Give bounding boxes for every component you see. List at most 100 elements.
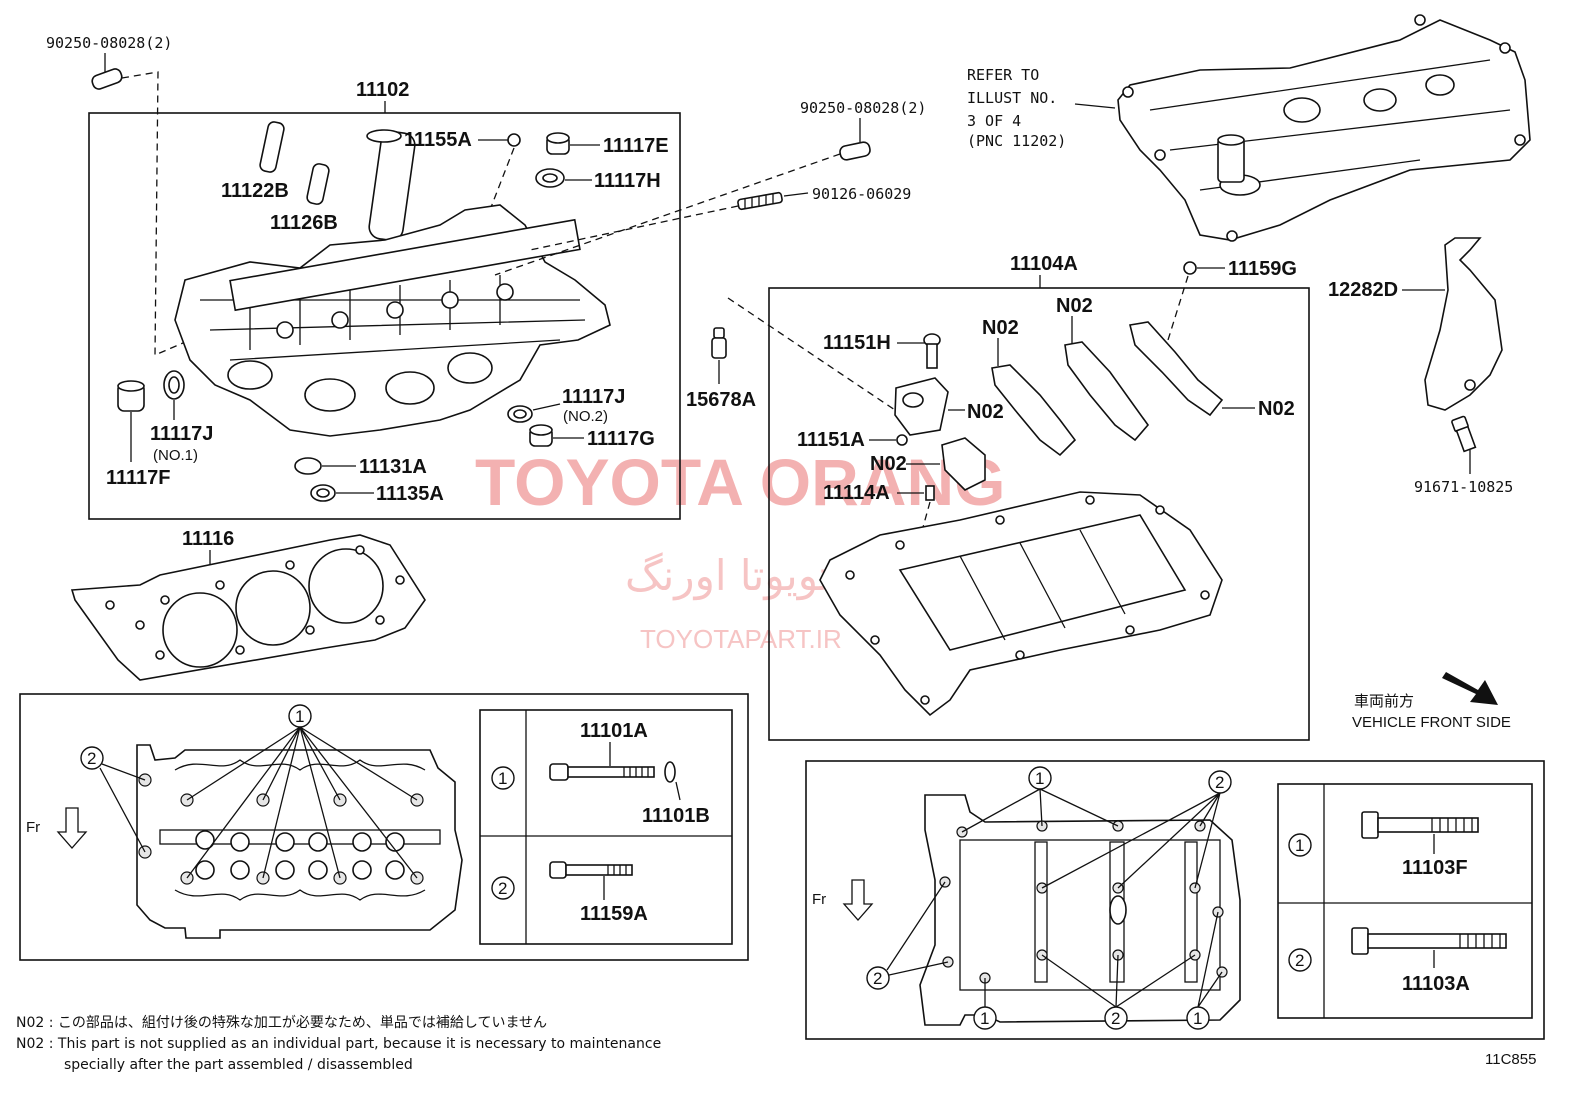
part-11117J-no2-sub: (NO.2): [563, 408, 608, 425]
callout-1-housing-top: 1: [961, 766, 1119, 833]
svg-text:2: 2: [1295, 951, 1304, 970]
pin-11155A: [507, 133, 521, 147]
callout-2-housing-top: 2: [1041, 770, 1232, 889]
plug-11117E: [546, 132, 570, 155]
part-91671-label: 91671-10825: [1414, 478, 1513, 496]
housing-top-view: [919, 794, 1241, 1026]
plug-11117F: [117, 380, 145, 412]
part-11117H-label: 11117H: [594, 170, 661, 192]
stud-15678A: [711, 327, 727, 359]
pin-11114A: [925, 485, 935, 501]
n02-label-e: N02: [1258, 398, 1295, 420]
part-11122B-label: 11122B: [221, 180, 289, 202]
bracket-12282D: [1424, 237, 1503, 411]
watermark-brand: TOYOTA ORANG: [475, 445, 1005, 519]
callout-2-head: 2: [80, 746, 146, 853]
plug-11117G: [529, 424, 553, 447]
bolt-11103F: [1361, 811, 1479, 839]
bearing-cap-n02-d: [1064, 341, 1150, 442]
front-arrow-icon-housing: [842, 879, 874, 921]
cylinder-head: [174, 204, 611, 437]
part-15678A-label: 15678A: [686, 389, 756, 411]
part-90250-top-label: 90250-08028(2): [46, 34, 172, 52]
bolt-11103A: [1351, 927, 1507, 955]
svg-text:2: 2: [498, 879, 507, 898]
housing-bolt-pattern-box: [805, 760, 1545, 1040]
part-11151H-label: 11151H: [823, 332, 891, 354]
callout-1-head: 1: [186, 704, 418, 879]
svg-text:2: 2: [1215, 773, 1224, 792]
svg-text:2: 2: [87, 749, 96, 768]
pin-11151A: [896, 434, 908, 446]
callout-2-housing-left: 2: [866, 881, 949, 990]
svg-text:1: 1: [1035, 769, 1044, 788]
part-11155A-label: 11155A: [404, 129, 472, 151]
part-11151A-label: 11151A: [797, 429, 865, 451]
seal-11135A: [310, 484, 336, 502]
part-11103A-label: 11103A: [1402, 973, 1470, 995]
callout-1-housing-bottom-right: 1: [1186, 911, 1223, 1030]
head-top-view: [136, 744, 463, 939]
refer-line-2: ILLUST NO.: [967, 89, 1057, 107]
part-11101A-label: 11101A: [580, 720, 648, 742]
bolt-11159A: [549, 861, 633, 879]
front-arrow-icon: [56, 807, 88, 849]
part-11117J-no2-label: 11117J: [562, 386, 625, 408]
n02-label-d: N02: [1056, 295, 1093, 317]
seal-11131A: [294, 457, 322, 475]
svg-text:1: 1: [1193, 1009, 1202, 1028]
svg-text:1: 1: [295, 707, 304, 726]
vehicle-front-en: VEHICLE FRONT SIDE: [1352, 714, 1511, 731]
bearing-cap-n02-a: [894, 377, 949, 436]
cylinder-head-gasket: [70, 534, 426, 681]
cylinder-head-cover: [1117, 14, 1531, 242]
stud-90126: [737, 191, 783, 211]
footnote-jp: N02 : この部品は、組付け後の特殊な加工が必要なため、単品では補給していませ…: [16, 1015, 547, 1031]
svg-text:1: 1: [498, 769, 507, 788]
illustration-code: 11C855: [1485, 1051, 1536, 1068]
refer-line-1: REFER TO: [967, 66, 1039, 84]
part-11102-label: 11102: [356, 79, 409, 101]
front-direction-label-head: Fr: [26, 819, 40, 836]
part-11117F-label: 11117F: [106, 467, 171, 489]
part-11159G-label: 11159G: [1228, 258, 1297, 280]
bearing-cap-n02-e: [1129, 321, 1224, 417]
watermark-url: TOYOTAPART.IR: [640, 624, 842, 654]
part-11116-label: 11116: [182, 528, 234, 550]
bolt-11151H: [923, 333, 941, 369]
part-90250-mid-label: 90250-08028(2): [800, 99, 926, 117]
head-bolt-table: [479, 709, 733, 945]
head-bolt-pattern-box: [19, 693, 749, 961]
footnote-en-1: N02 : This part is not supplied as an in…: [16, 1036, 661, 1052]
part-11104A-label: 11104A: [1010, 253, 1078, 275]
part-11103F-label: 11103F: [1402, 857, 1468, 879]
part-11131A-label: 11131A: [359, 456, 427, 478]
camshaft-housing: [819, 491, 1223, 717]
pin-11159G: [1183, 261, 1197, 275]
part-11101B-label: 11101B: [642, 805, 710, 827]
vehicle-front-arrow-icon: [1442, 672, 1498, 705]
part-11126B-label: 11126B: [270, 212, 338, 234]
callout-1-housing-bottom-left: 1: [973, 978, 997, 1030]
dowel-pin-top-left: [91, 68, 123, 90]
head-bolt-11101A: [549, 763, 655, 781]
part-11117J-no1-label: 11117J: [150, 423, 213, 445]
gasket-11117J-no2: [507, 405, 533, 423]
gasket-11117J-no1: [163, 370, 185, 400]
part-11117G-label: 11117G: [587, 428, 655, 450]
part-12282D-label: 12282D: [1328, 279, 1398, 301]
housing-bolt-table: [1277, 783, 1533, 1019]
svg-text:2: 2: [873, 969, 882, 988]
watermark-persian: تویوتا اورنگ: [625, 551, 831, 600]
callout-2-housing-bottom: 2: [1041, 954, 1196, 1030]
footnote-en-2: specially after the part assembled / dis…: [64, 1057, 413, 1073]
part-11135A-label: 11135A: [376, 483, 444, 505]
front-direction-label-housing: Fr: [812, 891, 826, 908]
vehicle-front-jp: 車両前方: [1354, 693, 1414, 710]
part-11117J-no1-sub: (NO.1): [153, 447, 198, 464]
n02-label-b: N02: [870, 453, 907, 475]
dowel-pin-mid: [839, 141, 871, 161]
part-11117E-label: 11117E: [603, 135, 669, 157]
